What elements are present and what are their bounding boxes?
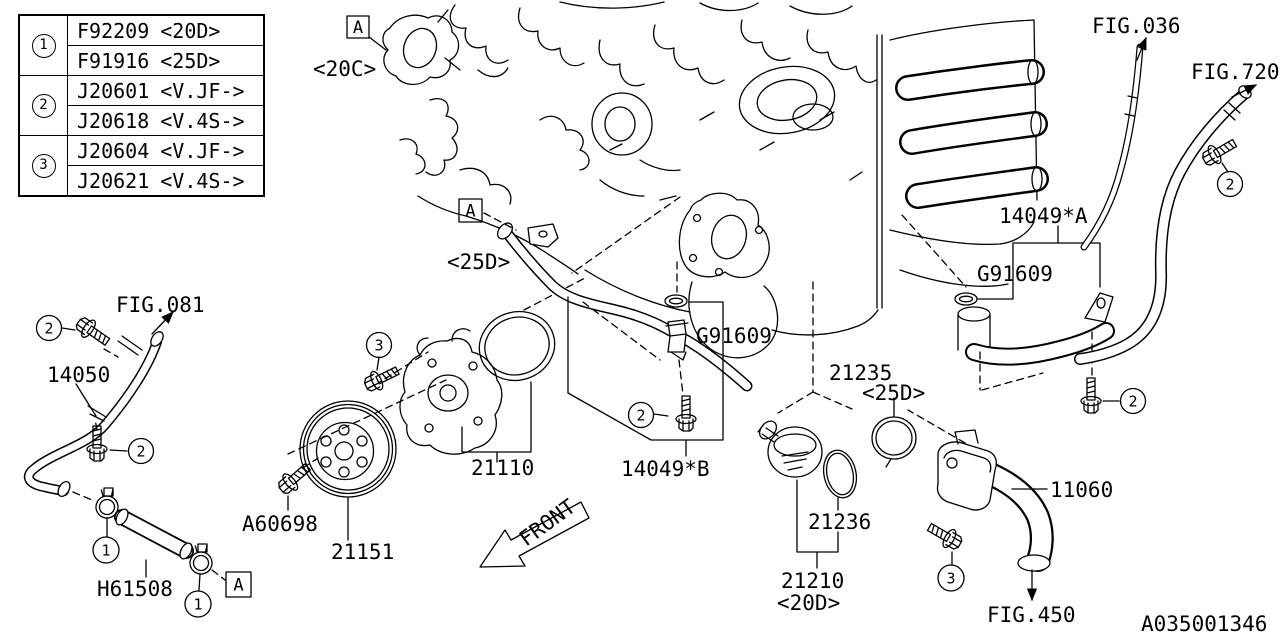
part-label-g91609: G91609 bbox=[696, 324, 772, 348]
part-label-21235: 21235 bbox=[829, 361, 892, 385]
callout-1: 1 bbox=[92, 536, 120, 564]
hose-to-fig036 bbox=[1080, 36, 1147, 251]
part-label-14049b: 14049*B bbox=[621, 457, 710, 481]
marker-a: A bbox=[225, 571, 252, 598]
svg-text:A: A bbox=[353, 18, 363, 38]
labels: FIG.036 FIG.720 FIG.081 FIG.450 <20C> <2… bbox=[47, 14, 1280, 636]
fig-ref-036: FIG.036 bbox=[1092, 14, 1181, 38]
pump-bolt bbox=[360, 360, 403, 396]
thermostat-21210-group bbox=[757, 214, 967, 569]
water-pipe-25d bbox=[483, 212, 753, 392]
engine-block-art bbox=[399, 1, 1049, 359]
marker-a: A bbox=[458, 198, 483, 223]
outlet-bolt bbox=[923, 517, 966, 554]
drawing-code: A035001346 bbox=[1141, 612, 1267, 636]
callout-1: 1 bbox=[184, 590, 212, 618]
legend-ref-2: 2 bbox=[31, 93, 56, 118]
legend-part: J20621<V.4S-> bbox=[67, 165, 265, 197]
water-pipe-14050 bbox=[23, 331, 164, 501]
legend-part: F91916<25D> bbox=[67, 45, 265, 76]
callout-2: 2 bbox=[1216, 170, 1244, 198]
variant-25d: <25D> bbox=[862, 381, 925, 405]
legend-part: F92209<20D> bbox=[67, 14, 265, 46]
callout-2: 2 bbox=[627, 401, 655, 429]
joint-g91609-center bbox=[567, 196, 724, 457]
elbow-pipe-14049a bbox=[954, 225, 1120, 414]
elbow-bolt bbox=[1080, 377, 1102, 414]
legend-part: J20618<V.4S-> bbox=[67, 105, 265, 136]
front-arrow: FRONT bbox=[479, 494, 590, 568]
part-label-g91609: G91609 bbox=[977, 262, 1053, 286]
joint-bolt bbox=[675, 395, 697, 432]
pulley-21151 bbox=[299, 400, 397, 541]
front-label: FRONT bbox=[515, 494, 581, 551]
marker-a: A bbox=[346, 15, 370, 39]
fig-ref-081: FIG.081 bbox=[116, 293, 205, 317]
svg-text:1: 1 bbox=[101, 542, 110, 560]
water-outlet-11060 bbox=[907, 409, 1054, 602]
svg-text:2: 2 bbox=[1128, 393, 1137, 411]
svg-text:3: 3 bbox=[946, 570, 955, 588]
fig-ref-450: FIG.450 bbox=[987, 603, 1076, 627]
left-bolts bbox=[61, 311, 174, 462]
svg-text:2: 2 bbox=[136, 443, 145, 461]
part-label-11060: 11060 bbox=[1050, 478, 1113, 502]
part-label-21110: 21110 bbox=[471, 456, 534, 480]
water-pump-21110 bbox=[287, 277, 586, 463]
callout-3: 3 bbox=[365, 331, 393, 359]
legend-ref-1: 1 bbox=[31, 33, 56, 58]
part-label-14049a: 14049*A bbox=[999, 204, 1088, 228]
svg-text:A: A bbox=[465, 202, 475, 222]
callout-2: 2 bbox=[1119, 387, 1147, 415]
hose-h61508 bbox=[90, 485, 226, 591]
legend-part: J20604<V.JF-> bbox=[67, 135, 265, 166]
part-label-h61508: H61508 bbox=[97, 577, 173, 601]
callout-2: 2 bbox=[127, 437, 155, 465]
svg-text:3: 3 bbox=[374, 337, 383, 355]
part-label-21151: 21151 bbox=[331, 540, 394, 564]
legend-ref-3: 3 bbox=[31, 153, 56, 178]
bolt-a60698 bbox=[273, 457, 319, 511]
variant-25d: <25D> bbox=[447, 250, 510, 274]
callout-2: 2 bbox=[35, 314, 63, 342]
callouts: 2 2 1 1 3 2 3 2 2 bbox=[35, 170, 1244, 618]
part-label-a60698: A60698 bbox=[242, 512, 318, 536]
part-label-21236: 21236 bbox=[808, 510, 871, 534]
legend-part: J20601<V.JF-> bbox=[67, 75, 265, 106]
legend-table: 1 F92209<20D> F91916<25D> 2 J20601<V.JF-… bbox=[18, 14, 265, 197]
svg-text:2: 2 bbox=[1225, 176, 1234, 194]
part-label-14050: 14050 bbox=[47, 363, 110, 387]
svg-text:2: 2 bbox=[636, 407, 645, 425]
variant-20c: <20C> bbox=[313, 57, 376, 81]
fig-ref-720: FIG.720 bbox=[1191, 60, 1280, 84]
part-label-21210: 21210 bbox=[781, 569, 844, 593]
svg-text:1: 1 bbox=[193, 596, 202, 614]
view-markers: A A A bbox=[225, 15, 483, 598]
callout-3: 3 bbox=[937, 564, 965, 592]
inlet-fitting-20c bbox=[368, 9, 461, 86]
variant-20d: <20D> bbox=[777, 591, 840, 615]
svg-text:A: A bbox=[233, 576, 243, 596]
hose-to-fig720 bbox=[1074, 84, 1258, 365]
svg-text:2: 2 bbox=[44, 320, 53, 338]
